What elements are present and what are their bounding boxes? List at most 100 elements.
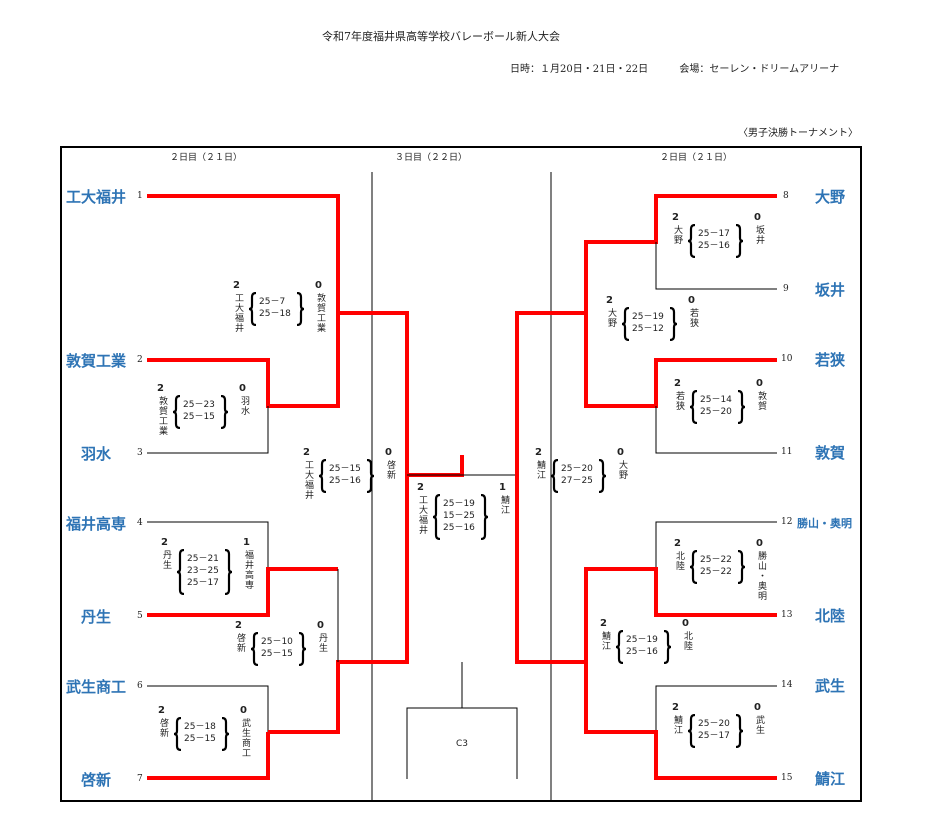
team-seed: 14	[781, 680, 793, 690]
team-seed: 12	[781, 517, 793, 527]
winner-sets: 2	[674, 538, 681, 549]
set-score: 25－20	[700, 407, 732, 417]
set-scores: 25－23 25－15	[183, 399, 215, 423]
day-header-center: ３日目（２２日）	[395, 153, 468, 163]
brace-left-icon	[319, 459, 327, 493]
day-header-left: ２日目（２１日）	[170, 153, 243, 163]
set-score: 25－23	[183, 400, 215, 410]
brace-right-icon	[735, 714, 743, 748]
team-seed: 2	[137, 355, 143, 365]
winner-sets: 2	[161, 537, 168, 548]
team-name: 武生商工	[66, 678, 127, 696]
loser-name: 啓新	[385, 460, 395, 480]
loser-name: 敦賀	[756, 391, 766, 411]
brace-right-icon	[669, 307, 677, 341]
winner-name: 大野	[606, 308, 616, 328]
team-seed: 11	[781, 447, 793, 457]
team-name: 大野	[815, 188, 846, 206]
brace-right-icon	[296, 292, 304, 326]
set-score: 25－17	[698, 229, 730, 239]
loser-name: 鯖江	[499, 495, 509, 515]
set-score: 25－19	[443, 499, 475, 509]
set-score: 25－22	[700, 567, 732, 577]
winner-sets: 2	[674, 378, 681, 389]
team-seed: 4	[137, 518, 143, 528]
loser-name: 福井高専	[243, 550, 253, 590]
set-score: 25－15	[183, 412, 215, 422]
winner-path	[147, 567, 338, 617]
bracket-line	[655, 685, 777, 732]
winner-path	[584, 662, 777, 780]
loser-sets: 0	[239, 383, 246, 394]
team-name: 福井高専	[66, 515, 127, 533]
winner-sets: 2	[233, 280, 240, 291]
set-score: 15－25	[443, 511, 475, 521]
set-score: 25－14	[700, 395, 732, 405]
brace-left-icon	[616, 630, 624, 664]
set-score: 25－12	[632, 324, 664, 334]
team-name: 丹生	[81, 608, 112, 626]
set-score: 25－15	[329, 464, 361, 474]
team-seed: 9	[783, 284, 789, 294]
brace-left-icon	[433, 494, 441, 540]
brace-right-icon	[366, 459, 374, 493]
brace-right-icon	[221, 717, 229, 751]
winner-name: 鯖江	[672, 715, 682, 735]
brace-left-icon	[173, 395, 181, 429]
team-name: 北陸	[815, 607, 846, 625]
winner-sets: 2	[535, 447, 542, 458]
team-name: 勝山・奥明	[797, 517, 852, 530]
brace-right-icon	[220, 395, 228, 429]
brace-right-icon	[298, 632, 306, 666]
winner-name: 大野	[672, 225, 682, 245]
brace-left-icon	[688, 714, 696, 748]
winner-sets: 2	[157, 383, 164, 394]
team-seed: 13	[781, 610, 793, 620]
team-seed: 5	[137, 611, 143, 621]
winner-name: 啓新	[158, 718, 168, 738]
bracket-line	[655, 242, 777, 290]
loser-sets: 0	[317, 620, 324, 631]
loser-name: 武生	[754, 715, 764, 735]
event-info: 日時：１月20日・21日・22日 会場：セーレン・ドリームアリーナ	[510, 60, 867, 75]
set-score: 25－15	[184, 734, 216, 744]
bracket-line	[147, 521, 269, 569]
team-seed: 8	[783, 191, 789, 201]
team-name: 武生	[815, 677, 846, 695]
loser-name: 北陸	[682, 631, 692, 651]
brace-left-icon	[690, 390, 698, 424]
set-score: 25－19	[632, 312, 664, 322]
team-name: 啓新	[81, 771, 112, 789]
brace-left-icon	[690, 550, 698, 584]
winner-name: 若狭	[674, 391, 684, 411]
loser-sets: 0	[756, 378, 763, 389]
loser-sets: 0	[756, 538, 763, 549]
team-name: 工大福井	[66, 188, 127, 206]
winner-path	[147, 732, 270, 780]
bracket-line	[655, 521, 777, 569]
brace-left-icon	[551, 459, 559, 493]
team-name: 坂井	[815, 281, 846, 299]
winner-name: 工大福井	[417, 495, 427, 535]
set-scores: 25－14 25－20	[700, 394, 732, 418]
loser-sets: 0	[754, 212, 761, 223]
set-score: 23－25	[187, 566, 219, 576]
loser-sets: 0	[617, 447, 624, 458]
set-score: 25－18	[259, 309, 291, 319]
team-seed: 1	[137, 191, 143, 201]
brace-right-icon	[224, 549, 232, 595]
brace-left-icon	[174, 717, 182, 751]
winner-name: 啓新	[235, 633, 245, 653]
bracket-frame	[60, 146, 862, 802]
team-name: 羽水	[81, 445, 112, 463]
